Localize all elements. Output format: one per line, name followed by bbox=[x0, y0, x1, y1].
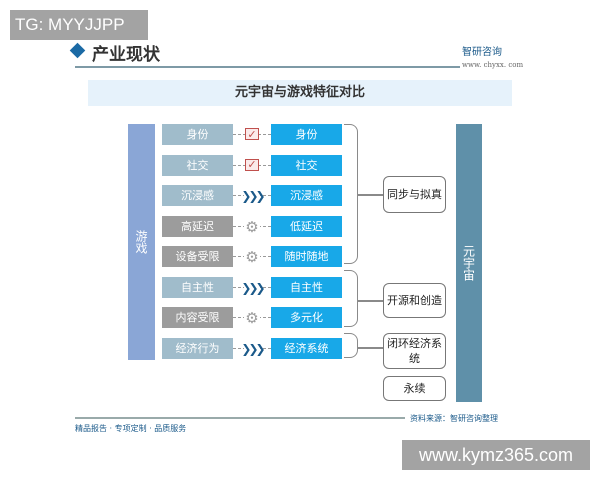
diamond-icon bbox=[69, 42, 86, 59]
footer-slogan: 精品报告 · 专项定制 · 品质服务 bbox=[75, 424, 187, 433]
metaverse-feature: 多元化 bbox=[271, 307, 342, 328]
diagram-title: 元宇宙与游戏特征对比 bbox=[88, 80, 512, 106]
metaverse-feature: 低延迟 bbox=[271, 215, 342, 237]
watermark-bottom: www.kymz365.com bbox=[402, 440, 590, 470]
source-note: 资料来源：智研咨询整理 bbox=[410, 414, 498, 423]
metaverse-feature: 沉浸感 bbox=[271, 185, 342, 206]
footer-divider bbox=[75, 417, 405, 419]
gear-icon: ⚙ bbox=[244, 309, 260, 327]
brace-connector bbox=[358, 194, 383, 196]
brand-logo: 智研咨询 bbox=[462, 47, 502, 58]
game-feature: 沉浸感 bbox=[162, 185, 233, 206]
metaverse-feature: 经济系统 bbox=[271, 337, 342, 359]
brace-group-1 bbox=[344, 124, 358, 264]
check-icon: ✓ bbox=[245, 158, 259, 171]
metaverse-feature: 自主性 bbox=[271, 276, 342, 298]
chevrons-icon: ❯❯❯ bbox=[241, 341, 266, 356]
chevrons-icon: ❯❯❯ bbox=[241, 189, 266, 203]
game-feature: 社交 bbox=[162, 154, 233, 176]
game-feature: 自主性 bbox=[162, 276, 233, 298]
game-bar: 游戏 bbox=[128, 124, 155, 360]
chevrons-icon: ❯❯❯ bbox=[241, 280, 266, 295]
game-feature: 设备受限 bbox=[162, 246, 233, 267]
brand-url: www. chyxx. com bbox=[462, 61, 524, 69]
gear-icon: ⚙ bbox=[244, 248, 260, 266]
game-feature: 身份 bbox=[162, 124, 233, 145]
section-title: 产业现状 bbox=[92, 45, 160, 65]
metaverse-label: 元宇宙 bbox=[461, 245, 476, 281]
metaverse-feature: 社交 bbox=[271, 154, 342, 176]
metaverse-bar: 元宇宙 bbox=[456, 124, 482, 402]
brace-group-2 bbox=[344, 270, 358, 327]
group-box: 闭环经济系统 bbox=[383, 333, 446, 369]
game-feature: 高延迟 bbox=[162, 215, 233, 237]
metaverse-feature: 身份 bbox=[271, 124, 342, 145]
brace-connector bbox=[358, 347, 383, 349]
brace-group-3 bbox=[344, 333, 358, 358]
game-label: 游戏 bbox=[134, 230, 148, 254]
brace-connector bbox=[358, 300, 383, 302]
group-box: 永续 bbox=[383, 376, 446, 401]
header-divider bbox=[75, 66, 460, 68]
watermark-top: TG: MYYJJPP bbox=[10, 10, 148, 40]
group-box: 开源和创造 bbox=[383, 283, 446, 318]
game-feature: 内容受限 bbox=[162, 307, 233, 328]
check-icon: ✓ bbox=[245, 128, 259, 141]
metaverse-feature: 随时随地 bbox=[271, 246, 342, 267]
gear-icon: ⚙ bbox=[244, 217, 260, 236]
group-box: 同步与拟真 bbox=[383, 176, 446, 213]
game-feature: 经济行为 bbox=[162, 337, 233, 359]
